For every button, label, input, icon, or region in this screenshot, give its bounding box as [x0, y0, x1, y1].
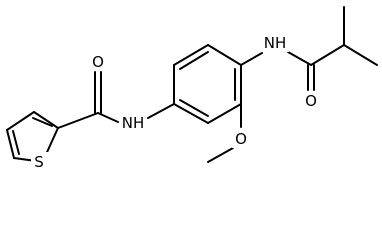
- bond-ring-2-inner: [179, 51, 209, 70]
- bond-ring-3: [207, 44, 242, 66]
- bond-ring-nh2: [240, 52, 263, 66]
- isobutyramide-oxygen-label: O: [305, 92, 317, 110]
- bond-methoxy-o-ch3: [207, 147, 234, 163]
- bond-ring-6: [173, 103, 209, 124]
- bond-ch-methyl2: [343, 44, 378, 66]
- isobutyramide-group: [240, 6, 378, 91]
- methoxy-oxygen-label: O: [235, 130, 247, 148]
- chemical-structure-diagram: S O NH NH O O: [6, 6, 378, 171]
- bond-nh2-carbonyl: [287, 51, 312, 66]
- label-bg-nh2: [262, 33, 289, 52]
- label-bg-o1: [90, 52, 107, 71]
- amide-nitrogen-label: NH: [122, 114, 145, 132]
- methoxy-group: [207, 103, 242, 163]
- label-bg-s: [31, 152, 48, 171]
- label-bg-nh1: [120, 113, 146, 132]
- carbonyl-oxygen-label: O: [92, 53, 104, 71]
- thiophene-ring: [6, 111, 59, 162]
- atom-labels: S O NH NH O O: [31, 33, 320, 171]
- bond-c3-c2-inner: [12, 130, 20, 155]
- bond-carbonyl-nh: [97, 112, 119, 123]
- bond-ring-5: [207, 103, 242, 124]
- bond-c4-c4-inner: [32, 117, 53, 127]
- label-bg-o2: [303, 91, 320, 110]
- sulfur-atom-label: S: [34, 153, 44, 171]
- isobutyramide-nitrogen-label: NH: [264, 34, 287, 52]
- thiophene-amide: [57, 71, 175, 129]
- bond-carbonyl2-ch: [310, 44, 345, 66]
- bond-c5-c4: [33, 111, 59, 129]
- benzene-ring: [173, 44, 242, 124]
- bond-c4-c3: [6, 111, 35, 131]
- label-bg-o3: [232, 129, 249, 148]
- bond-thiophene-carbonyl: [57, 112, 99, 129]
- bond-nh-ring: [147, 103, 175, 119]
- bond-ring-6-inner: [179, 99, 209, 117]
- bond-c3-c2: [6, 129, 15, 159]
- bond-ring-2: [173, 44, 209, 66]
